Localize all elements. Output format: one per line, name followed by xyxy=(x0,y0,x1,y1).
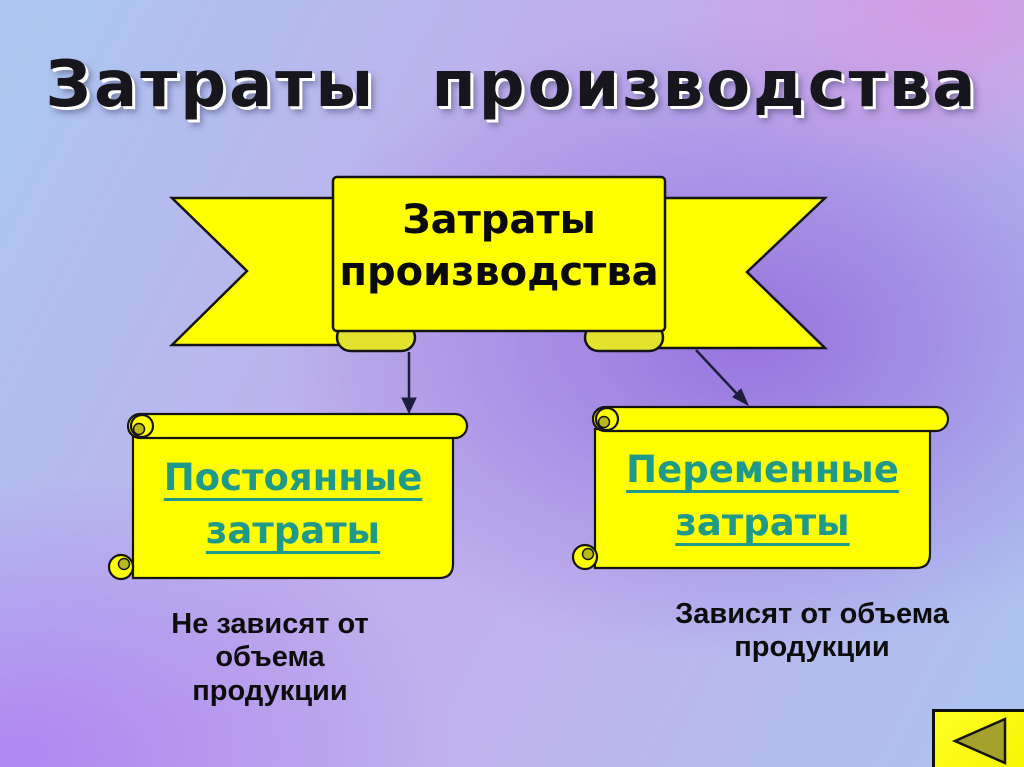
link-fixed-costs[interactable]: Постоянные затраты xyxy=(163,456,423,552)
page-title: Затраты производства xyxy=(45,48,979,122)
scroll-variable-top-roll xyxy=(591,405,950,433)
link-variable-costs[interactable]: Переменные затраты xyxy=(626,448,899,544)
scroll-fixed-top-roll xyxy=(126,412,469,440)
arrow-to-variable-costs xyxy=(695,349,750,407)
ribbon-label: Затраты производства xyxy=(339,197,659,295)
scroll-fixed-costs[interactable] xyxy=(107,412,469,581)
left-triangle-icon xyxy=(951,717,1007,765)
scroll-variable-bottom-curl-notch xyxy=(581,547,595,561)
scroll-fixed-bottom-curl-notch xyxy=(117,557,131,571)
back-button[interactable] xyxy=(932,709,1024,767)
scroll-variable-top-curl-notch xyxy=(597,415,611,429)
arrow-to-fixed-costs xyxy=(401,352,417,415)
caption-fixed-costs: Не зависят от объема продукции xyxy=(171,608,369,707)
caption-variable-costs: Зависят от объема продукции xyxy=(675,598,949,664)
ribbon-panel xyxy=(331,175,667,333)
scroll-variable-body xyxy=(593,427,932,570)
scroll-fixed-top-curl-notch xyxy=(132,422,146,436)
scroll-variable-costs[interactable] xyxy=(571,405,950,571)
scroll-fixed-body xyxy=(131,434,455,580)
